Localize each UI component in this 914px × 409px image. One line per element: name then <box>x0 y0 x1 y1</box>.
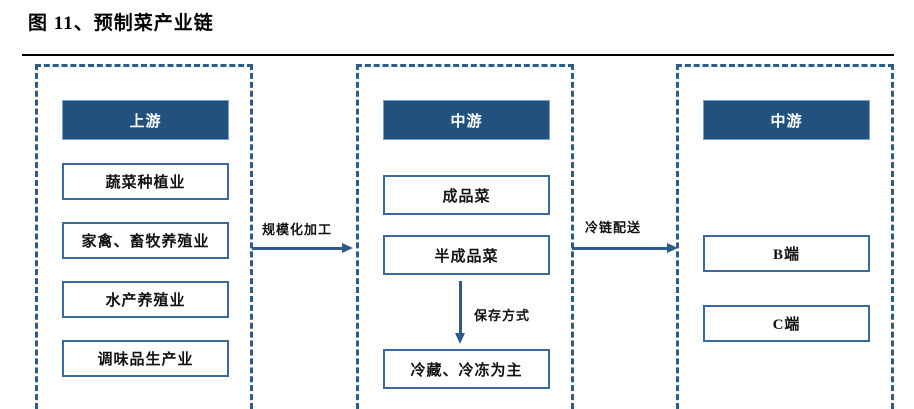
downstream-item-1: B端 <box>703 235 870 272</box>
upstream-item-3: 水产养殖业 <box>62 281 229 318</box>
connector-label-upstream-to-midstream: 规模化加工 <box>262 222 333 237</box>
arrow-shaft <box>252 247 343 250</box>
connector-label-midstream-to-downstream: 冷链配送 <box>585 220 642 235</box>
stage-container-midstream <box>356 64 574 409</box>
stage-container-upstream <box>35 64 253 409</box>
stage-header-midstream: 中游 <box>383 100 550 140</box>
arrow-head <box>455 333 465 344</box>
stage-header-upstream: 上游 <box>62 100 229 140</box>
upstream-item-4: 调味品生产业 <box>62 340 229 377</box>
arrow-down-icon-semifinished-to-storage <box>455 281 467 345</box>
arrow-right-icon-upstream-to-midstream <box>252 243 353 255</box>
arrow-right-icon-midstream-to-downstream <box>572 243 678 255</box>
arrow-shaft <box>459 281 462 335</box>
downstream-item-2: C端 <box>703 305 870 342</box>
upstream-item-2: 家禽、畜牧养殖业 <box>62 222 229 259</box>
connector-label-semifinished-to-storage: 保存方式 <box>474 308 531 323</box>
midstream-item-2: 半成品菜 <box>383 235 550 275</box>
arrow-head <box>342 243 353 253</box>
midstream-item-1: 成品菜 <box>383 175 550 215</box>
title-divider <box>22 54 894 56</box>
stage-container-downstream <box>676 64 894 409</box>
midstream-item-3: 冷藏、冷冻为主 <box>383 349 550 389</box>
page-title: 图 11、预制菜产业链 <box>28 13 214 34</box>
upstream-item-1: 蔬菜种植业 <box>62 163 229 200</box>
stage-header-downstream: 中游 <box>703 100 870 140</box>
arrow-shaft <box>572 247 668 250</box>
arrow-head <box>667 243 678 253</box>
